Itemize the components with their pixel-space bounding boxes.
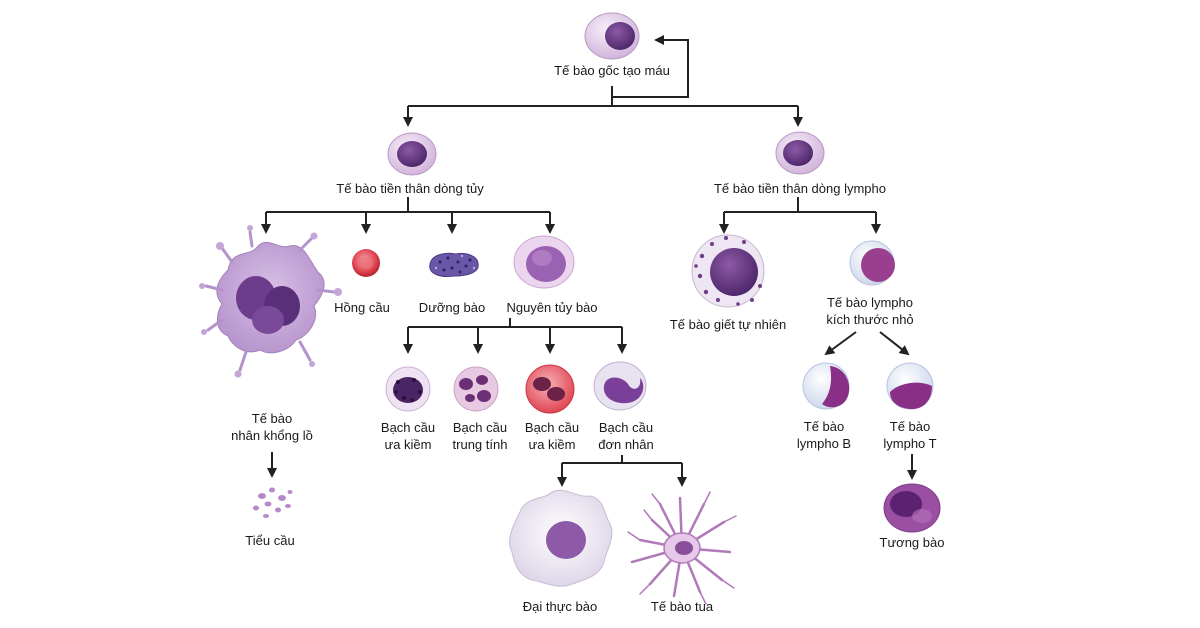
label-megakaryocyte: Tế bào nhân khổng lồ [231,411,313,443]
myeloblast-image [513,235,575,289]
arrow-to-b-cell [824,331,857,356]
label-nk-cell: Tế bào giết tự nhiên [669,317,787,332]
stem-cell-image [584,12,640,60]
label-myeloblast: Nguyên tủy bào [506,300,598,315]
label-dendritic-cell: Tế bào tua [650,599,714,614]
eosinophil-image [525,364,575,414]
label-macrophage: Đại thực bào [522,599,598,614]
mast-cell-image [429,252,479,277]
dendritic-cell-image [627,491,737,605]
label-platelet: Tiểu cầu [245,533,295,548]
label-neutrophil: Bạch cầu trung tính [452,420,508,452]
label-monocyte: Bạch cầu đơn nhân [598,420,654,452]
arrow-to-t-cell [879,331,910,356]
platelet-image [253,487,293,518]
label-eosinophil: Bạch cầu ưa kiềm [524,420,580,452]
label-mast-cell: Dưỡng bào [418,300,486,315]
label-t-cell: Tế bào lympho T [883,419,937,451]
label-erythrocyte: Hồng cầu [334,300,390,315]
monocyte-image [593,361,647,411]
label-myeloid-progenitor: Tế bào tiền thân dòng tủy [336,181,484,196]
neutrophil-image [453,366,499,412]
myeloid-progenitor-image [387,132,437,176]
b-cell-image [802,362,850,410]
plasma-cell-image [883,483,941,533]
basophil-image [385,366,431,412]
label-lymphoid-progenitor: Tế bào tiền thân dòng lympho [713,181,887,196]
nk-cell-image [691,234,765,308]
label-small-lymphocyte: Tế bào lympho kích thước nhỏ [826,295,914,327]
label-stem-cell: Tế bào gốc tạo máu [554,63,670,78]
label-plasma-cell: Tương bào [879,535,945,550]
t-cell-image [886,362,934,410]
connector-lines [261,35,917,487]
label-basophil: Bạch cầu ưa kiềm [380,420,436,452]
label-b-cell: Tế bào lympho B [796,419,852,451]
megakaryocyte-image [199,225,342,378]
lymphoid-progenitor-image [775,131,825,175]
small-lymphocyte-image [849,240,895,286]
self-renewal-arrow [611,35,689,98]
macrophage-image [509,489,613,587]
erythrocyte-image [352,249,380,277]
